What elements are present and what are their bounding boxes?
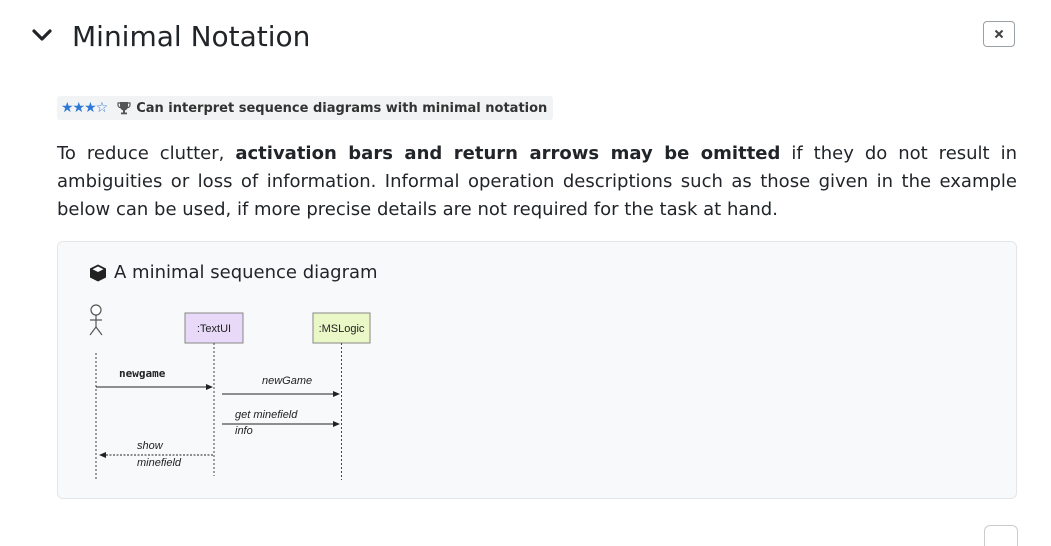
example-title: A minimal sequence diagram [88, 260, 378, 286]
message-newGame-label: newGame [262, 375, 312, 387]
paragraph-bold: activation bars and return arrows may be… [235, 143, 781, 164]
chevron-down-icon[interactable] [31, 26, 53, 44]
message-newgame-label: newgame [119, 367, 166, 380]
description-paragraph: To reduce clutter, activation bars and r… [57, 140, 1017, 224]
example-box [57, 241, 1017, 499]
cube-icon [90, 264, 106, 282]
sequence-diagram: :TextUI :MSLogic newgame newGame get min… [89, 304, 371, 480]
message-showminefield-label-2: minefield [137, 457, 182, 469]
message-showminefield-label-1: show [137, 440, 164, 452]
actor-icon [89, 304, 103, 336]
scroll-to-top-button[interactable] [984, 525, 1018, 546]
paragraph-text-1: To reduce clutter, [57, 143, 236, 164]
message-getminefield-label-2: info [235, 425, 253, 437]
message-newgame-arrowhead [206, 384, 213, 390]
paragraph-text-2: if they do not result in ambiguities or … [57, 143, 1017, 220]
example-title-text: A minimal sequence diagram [114, 262, 378, 283]
participant-mslogic-label: :MSLogic [319, 323, 365, 335]
message-showminefield-arrowhead [99, 452, 106, 458]
message-newGame-arrowhead [333, 391, 340, 397]
section-title: Minimal Notation [72, 20, 311, 53]
close-button[interactable] [983, 21, 1015, 47]
message-getminefield-arrowhead [333, 421, 340, 427]
message-getminefield-label-1: get minefield [235, 409, 298, 421]
trophy-icon [117, 102, 131, 115]
close-icon [994, 29, 1004, 39]
difficulty-stars: ★★★☆ [61, 100, 108, 116]
learning-outcome-badge: ★★★☆ Can interpret sequence diagrams wit… [57, 96, 554, 120]
badge-text: Can interpret sequence diagrams with min… [136, 100, 548, 116]
participant-textui-label: :TextUI [197, 323, 231, 335]
